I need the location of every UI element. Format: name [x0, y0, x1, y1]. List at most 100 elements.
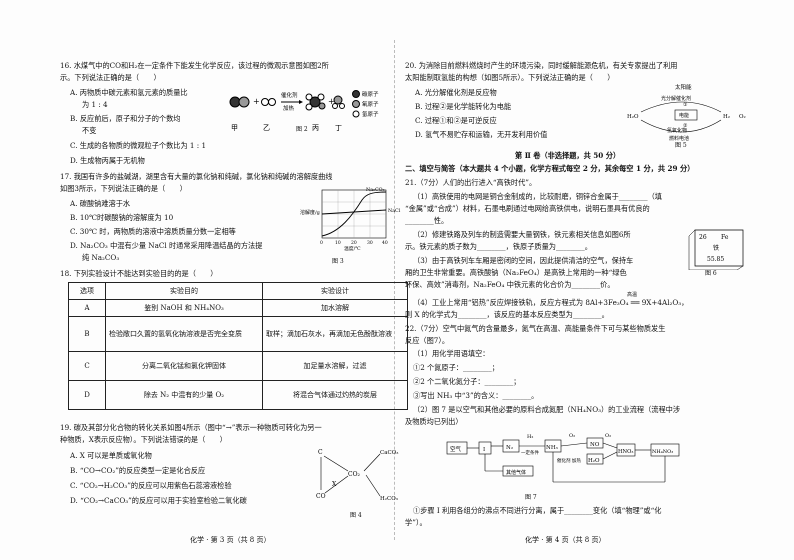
- node-h2co3: H₂CO₃: [380, 496, 398, 502]
- q17-option-a: A. 碳酸钠难溶于水: [70, 199, 131, 208]
- flow-o2-b: O₂: [605, 433, 611, 439]
- fe-symbol: Fe: [721, 234, 729, 241]
- figure-2-molecules: 甲 + 乙 催化剂 加热 丙 + 丁 碳原子 氧原子 氢原子: [229, 90, 379, 132]
- xtick-40: 40: [382, 240, 388, 246]
- flow-hno3: HNO₃: [618, 449, 633, 455]
- q22-line-1: 22.（7分）空气中氮气的含量最多，氮气在高温、高能量条件下可与某些物质发生: [405, 324, 666, 333]
- q22-line-5: ②2 个二氧化氮分子：________；: [413, 377, 521, 386]
- nacl-curve: [321, 209, 387, 215]
- figure-5-caption: 图 5: [675, 142, 687, 149]
- q22-line-8: 及物质均已列出）: [405, 417, 463, 426]
- q17-option-d-1: D. Na₂CO₃ 中混有少量 NaCl 时通常采用降温结晶的方法提: [70, 241, 263, 250]
- figure-4-carbon-cycle: C CO CO₂ CaCO₃ H₂CO₃ X: [316, 449, 398, 502]
- q19-stem-1: 19. 碳及其部分化合物的转化关系如图4所示（图中“→”表示一种物质可转化为另一: [60, 423, 322, 432]
- q21-line-11: 则 X 的化学式为________，该反应的基本反应类型为________。: [405, 310, 609, 319]
- fig2-label-jia: 甲: [231, 124, 238, 132]
- table-header-purpose: 实验目的: [105, 282, 263, 300]
- table-header-option: 选项: [68, 282, 106, 300]
- node-x: X: [332, 481, 337, 488]
- node-caco3: CaCO₃: [380, 450, 398, 456]
- q21-line-10: （4）工业上常用“铝热”反应焊接铁轨，反应方程式为 8Al+3Fe₃O₄ ══ …: [413, 298, 689, 307]
- q22-line-10: 学”）。: [405, 518, 427, 527]
- node-c: C: [318, 449, 323, 456]
- chart-xlabel: 温度/℃: [344, 245, 361, 252]
- table-cell: C: [68, 351, 106, 381]
- fig5-electric: 电能: [679, 112, 689, 119]
- q21-condition: 高温: [627, 292, 638, 298]
- series-nacl-label: NaCl: [388, 208, 401, 214]
- table-row: C 分离二氧化锰和氯化钾固体 加足量水溶解，过滤: [68, 351, 408, 381]
- footer-left: 化学 · 第 3 页（共 8 页）: [190, 536, 271, 544]
- svg-text:+: +: [253, 97, 260, 106]
- fig5-catalyst: 光分解催化剂: [661, 95, 691, 102]
- table-row: D 除去 N₂ 中混有的少量 O₂ 将混合气体通过灼热的炭层: [68, 380, 408, 410]
- q22-line-4: ①2 个氮原子：________；: [413, 363, 499, 372]
- table-row: A 鉴别 NaOH 和 NH₄NO₃ 加水溶解: [68, 299, 408, 317]
- q20-option-c: C. 过程①和②是可逆反应: [415, 116, 497, 125]
- table-header-design: 实验设计: [262, 282, 408, 300]
- q21-line-5: （2）修建铁路及列车的制造需要大量钢铁，铁元素相关信息如图6所: [413, 230, 631, 239]
- xtick-0: 0: [320, 240, 323, 246]
- q17-option-d-2: 纯 Na₂CO₃: [82, 253, 120, 262]
- q19-stem-2: 种物质，X表示反应物）。下列说法错误的是（ ）: [60, 435, 227, 444]
- q21-line-2: （1）高铁使用的电网是铜合金制成的，比较耐磨，铜锌合金属于________（填: [413, 192, 662, 201]
- chart-ylabel: 溶解度/g: [300, 209, 321, 216]
- q21-line-3: “金属”或“合成”）材料，石墨电刷通过电网给高铁供电，说明石墨具有优良的: [405, 204, 650, 213]
- figure-6-iron-element: 26 Fe 铁 55.85: [688, 229, 744, 270]
- flow-catalyst: 催化剂 加热: [557, 457, 581, 464]
- q17-option-c: C. 30℃ 时，两物质的溶液中溶质质量分数一定相等: [70, 227, 236, 236]
- table-cell: 加足量水溶解，过滤: [262, 351, 408, 381]
- xtick-10: 10: [335, 240, 341, 246]
- q21-line-4: ________性。: [405, 216, 449, 225]
- series-na2co3-label: Na₂CO₃: [366, 187, 385, 193]
- table-cell: 将混合气体通过灼热的炭层: [262, 380, 408, 410]
- footer-right: 化学 · 第 4 页（共 8 页）: [525, 536, 606, 544]
- q19-option-d: D. “CO₂→CaCO₃”的反应可以用于实验室检验二氧化碳: [70, 496, 247, 505]
- q19-option-a: A. X 可以是单质或氧化物: [70, 451, 152, 460]
- xtick-30: 30: [367, 240, 373, 246]
- fig5-step2: ②: [683, 123, 688, 129]
- q16-stem-2: 示。下列说法正确的是（ ）: [60, 73, 161, 82]
- q16-option-a-2: 为 1 : 4: [82, 100, 108, 109]
- figure-3-solubility-chart: 溶解度/g Na₂CO₃ NaCl 0 10 20 30 40 温度/℃: [300, 187, 401, 252]
- q21-line-8: 厢的卫生非常重要。高铁酸钠（Na₂FeO₄）是高铁上常用的一种“绿色: [405, 268, 627, 277]
- node-co2: CO₂: [348, 471, 361, 478]
- flow-n2: N₂: [506, 445, 513, 451]
- q20-option-d: D. 氢气不易贮存和运输，无开发利用价值: [415, 130, 548, 139]
- q21-line-7: （3）由于高铁列车车厢是密闭的空间，因此提供清洁的空气，保持车: [413, 256, 634, 265]
- table-cell: 鉴别 NaOH 和 NH₄NO₃: [105, 299, 263, 317]
- table-cell: A: [68, 299, 106, 317]
- fig2-label-yi: 乙: [263, 124, 270, 132]
- q16-option-d: D. 生成物丙属于无机物: [70, 156, 145, 165]
- q16-option-b-1: B. 反应前后，原子和分子的个数均: [70, 114, 181, 123]
- flow-air: 空气: [450, 445, 462, 453]
- fig2-label-bing: 丙: [312, 124, 319, 132]
- q20-option-b: B. 过程②是化学能转化为电能: [415, 102, 512, 111]
- table-cell: 检验敞口久置的氢氧化钠溶液是否完全变质: [105, 316, 263, 352]
- figure-6-caption: 图 6: [705, 270, 717, 277]
- flow-no: NO: [590, 442, 600, 448]
- q16-option-a-1: A. 丙物质中碳元素和氢元素的质量比: [70, 88, 188, 97]
- q16-option-b-2: 不变: [82, 126, 97, 135]
- q20-stem-1: 20. 为消除目前燃料燃烧时产生的环境污染，同时缓解能源危机，有关专家提出了利用: [405, 61, 678, 70]
- legend-carbon: 碳原子: [362, 90, 379, 98]
- flow-nh3: NH₃: [546, 445, 558, 451]
- node-co: CO: [316, 493, 326, 500]
- q21-line-6: 示。铁元素的质子数为________，铁原子质量为________。: [405, 242, 592, 251]
- fig5-h2: H₂: [723, 114, 730, 120]
- na2co3-curve: [321, 191, 387, 237]
- legend-hydrogen: 氢原子: [362, 110, 379, 118]
- q18-table: 选项 实验目的 实验设计 A 鉴别 NaOH 和 NH₄NO₃ 加水溶解 B 检…: [68, 282, 408, 410]
- table-cell: 除去 N₂ 中混有的少量 O₂: [105, 380, 263, 410]
- fig2-arrow-label-2: 加热: [283, 104, 295, 112]
- figure-5-solar-hydrogen: 太阳能 光分解催化剂 电能 氢氧化物 燃料电池 H₂O H₂ O₂ ① ②: [627, 83, 746, 142]
- fig5-h2o: H₂O: [627, 114, 639, 120]
- figure-3-caption: 图 3: [332, 258, 344, 265]
- fig5-step1: ①: [683, 102, 688, 108]
- flow-h2: H₂: [527, 434, 533, 440]
- fig5-fuel-cell: 燃料电池: [669, 135, 689, 142]
- flow-other-gases: 其他气体: [506, 469, 526, 476]
- table-cell: D: [68, 380, 106, 410]
- q22-line-9: ①步骤 Ⅰ 利用各组分的沸点不同进行分离，属于________变化（填“物理”或…: [413, 506, 662, 515]
